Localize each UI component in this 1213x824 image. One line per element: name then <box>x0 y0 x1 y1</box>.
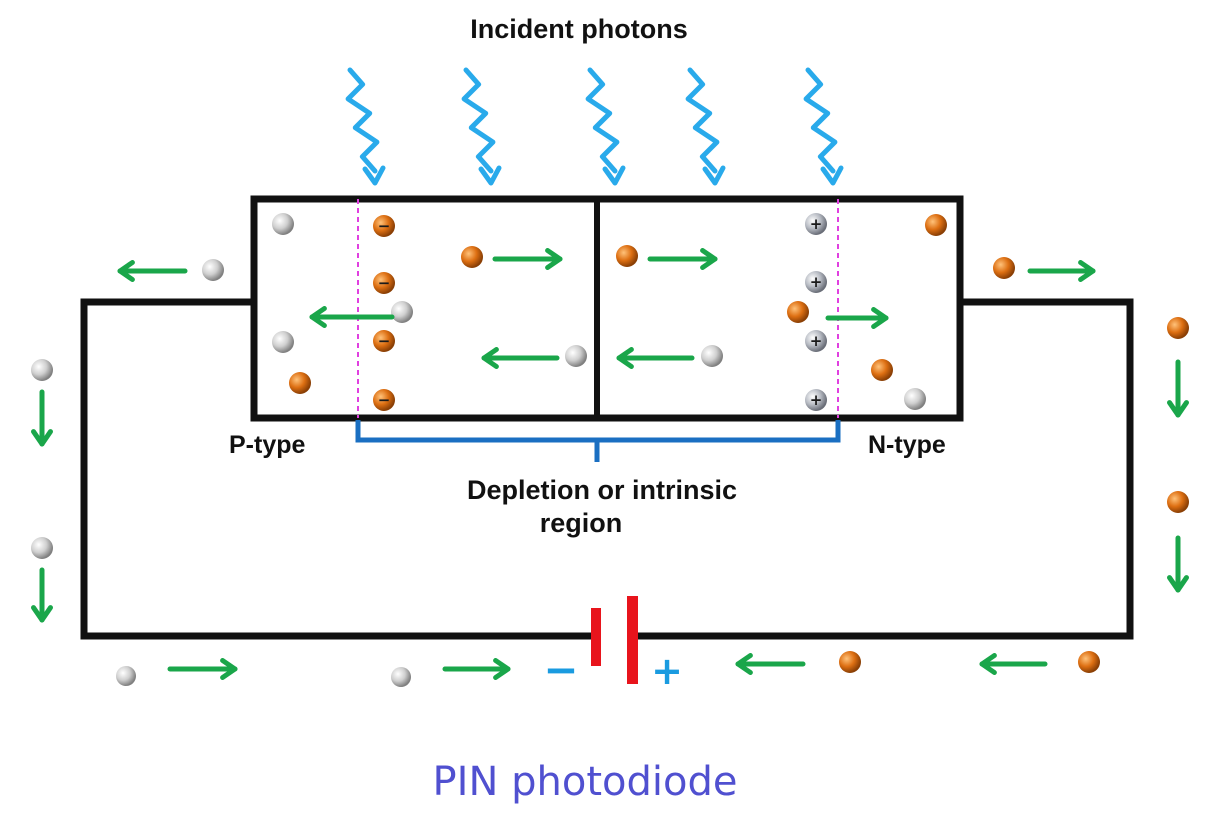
electron <box>289 372 311 394</box>
photon-arrow <box>345 67 386 186</box>
svg-text:−: − <box>378 217 391 235</box>
photon-arrow <box>585 67 626 186</box>
hole <box>565 345 587 367</box>
electron <box>616 245 638 267</box>
flow-arrow <box>1167 535 1189 593</box>
electron <box>993 257 1015 279</box>
negative-ion: − <box>373 330 395 352</box>
positive-ion: + <box>805 213 827 235</box>
battery-negative-sign: − <box>543 645 578 694</box>
n-type-label: N-type <box>868 431 946 459</box>
incident-photons <box>345 67 844 186</box>
hole <box>391 301 413 323</box>
flow-arrow <box>735 653 806 675</box>
flow-arrow <box>979 653 1048 675</box>
diode-body <box>250 195 964 422</box>
positive-ion: + <box>805 330 827 352</box>
depletion-bracket <box>355 420 841 462</box>
flow-arrow <box>647 248 718 270</box>
electron <box>787 301 809 323</box>
negative-ion: − <box>373 389 395 411</box>
diagram-caption: PIN photodiode <box>433 759 738 805</box>
electron <box>1167 491 1189 513</box>
hole <box>904 388 926 410</box>
flow-arrow <box>31 389 53 447</box>
electron <box>839 651 861 673</box>
incident-photons-label: Incident photons <box>470 14 687 44</box>
photon-arrow <box>803 67 844 186</box>
flow-arrow <box>1167 359 1189 418</box>
positive-ion: + <box>805 271 827 293</box>
electron <box>1078 651 1100 673</box>
svg-text:+: + <box>810 273 823 291</box>
electron <box>1167 317 1189 339</box>
flow-arrow <box>492 248 563 270</box>
depletion-label-line2: region <box>540 508 623 538</box>
svg-text:+: + <box>810 215 823 233</box>
positive-ion: + <box>805 389 827 411</box>
battery-long-plate <box>627 596 638 684</box>
hole <box>202 259 224 281</box>
svg-text:+: + <box>810 332 823 350</box>
flow-arrow <box>309 306 395 328</box>
hole <box>31 359 53 381</box>
flow-arrow <box>442 658 511 680</box>
svg-text:−: − <box>378 274 391 292</box>
hole <box>272 213 294 235</box>
flow-arrow <box>117 260 188 282</box>
battery-short-plate <box>591 608 601 666</box>
battery: − + <box>543 596 683 694</box>
p-type-label: P-type <box>229 431 306 459</box>
photon-arrow <box>685 67 726 186</box>
electron <box>925 214 947 236</box>
negative-ion: − <box>373 272 395 294</box>
flow-arrow <box>31 567 53 623</box>
hole <box>272 331 294 353</box>
electron <box>461 246 483 268</box>
hole <box>701 345 723 367</box>
depletion-label-line1: Depletion or intrinsic <box>467 475 737 505</box>
flow-arrow <box>616 347 695 369</box>
battery-positive-sign: + <box>651 649 683 693</box>
electron <box>871 359 893 381</box>
flow-arrow <box>1027 260 1096 282</box>
negative-ion: − <box>373 215 395 237</box>
photon-arrow <box>461 67 502 186</box>
charge-carriers: − − − − + + + + <box>31 213 1189 687</box>
carrier-flow-arrows <box>31 248 1189 680</box>
flow-arrow <box>481 347 560 369</box>
flow-arrow <box>167 658 238 680</box>
hole <box>116 666 136 686</box>
svg-text:+: + <box>810 391 823 409</box>
svg-text:−: − <box>378 391 391 409</box>
hole <box>391 667 411 687</box>
circuit-wire <box>80 298 1134 640</box>
flow-arrow <box>825 307 889 329</box>
hole <box>31 537 53 559</box>
svg-text:−: − <box>378 332 391 350</box>
